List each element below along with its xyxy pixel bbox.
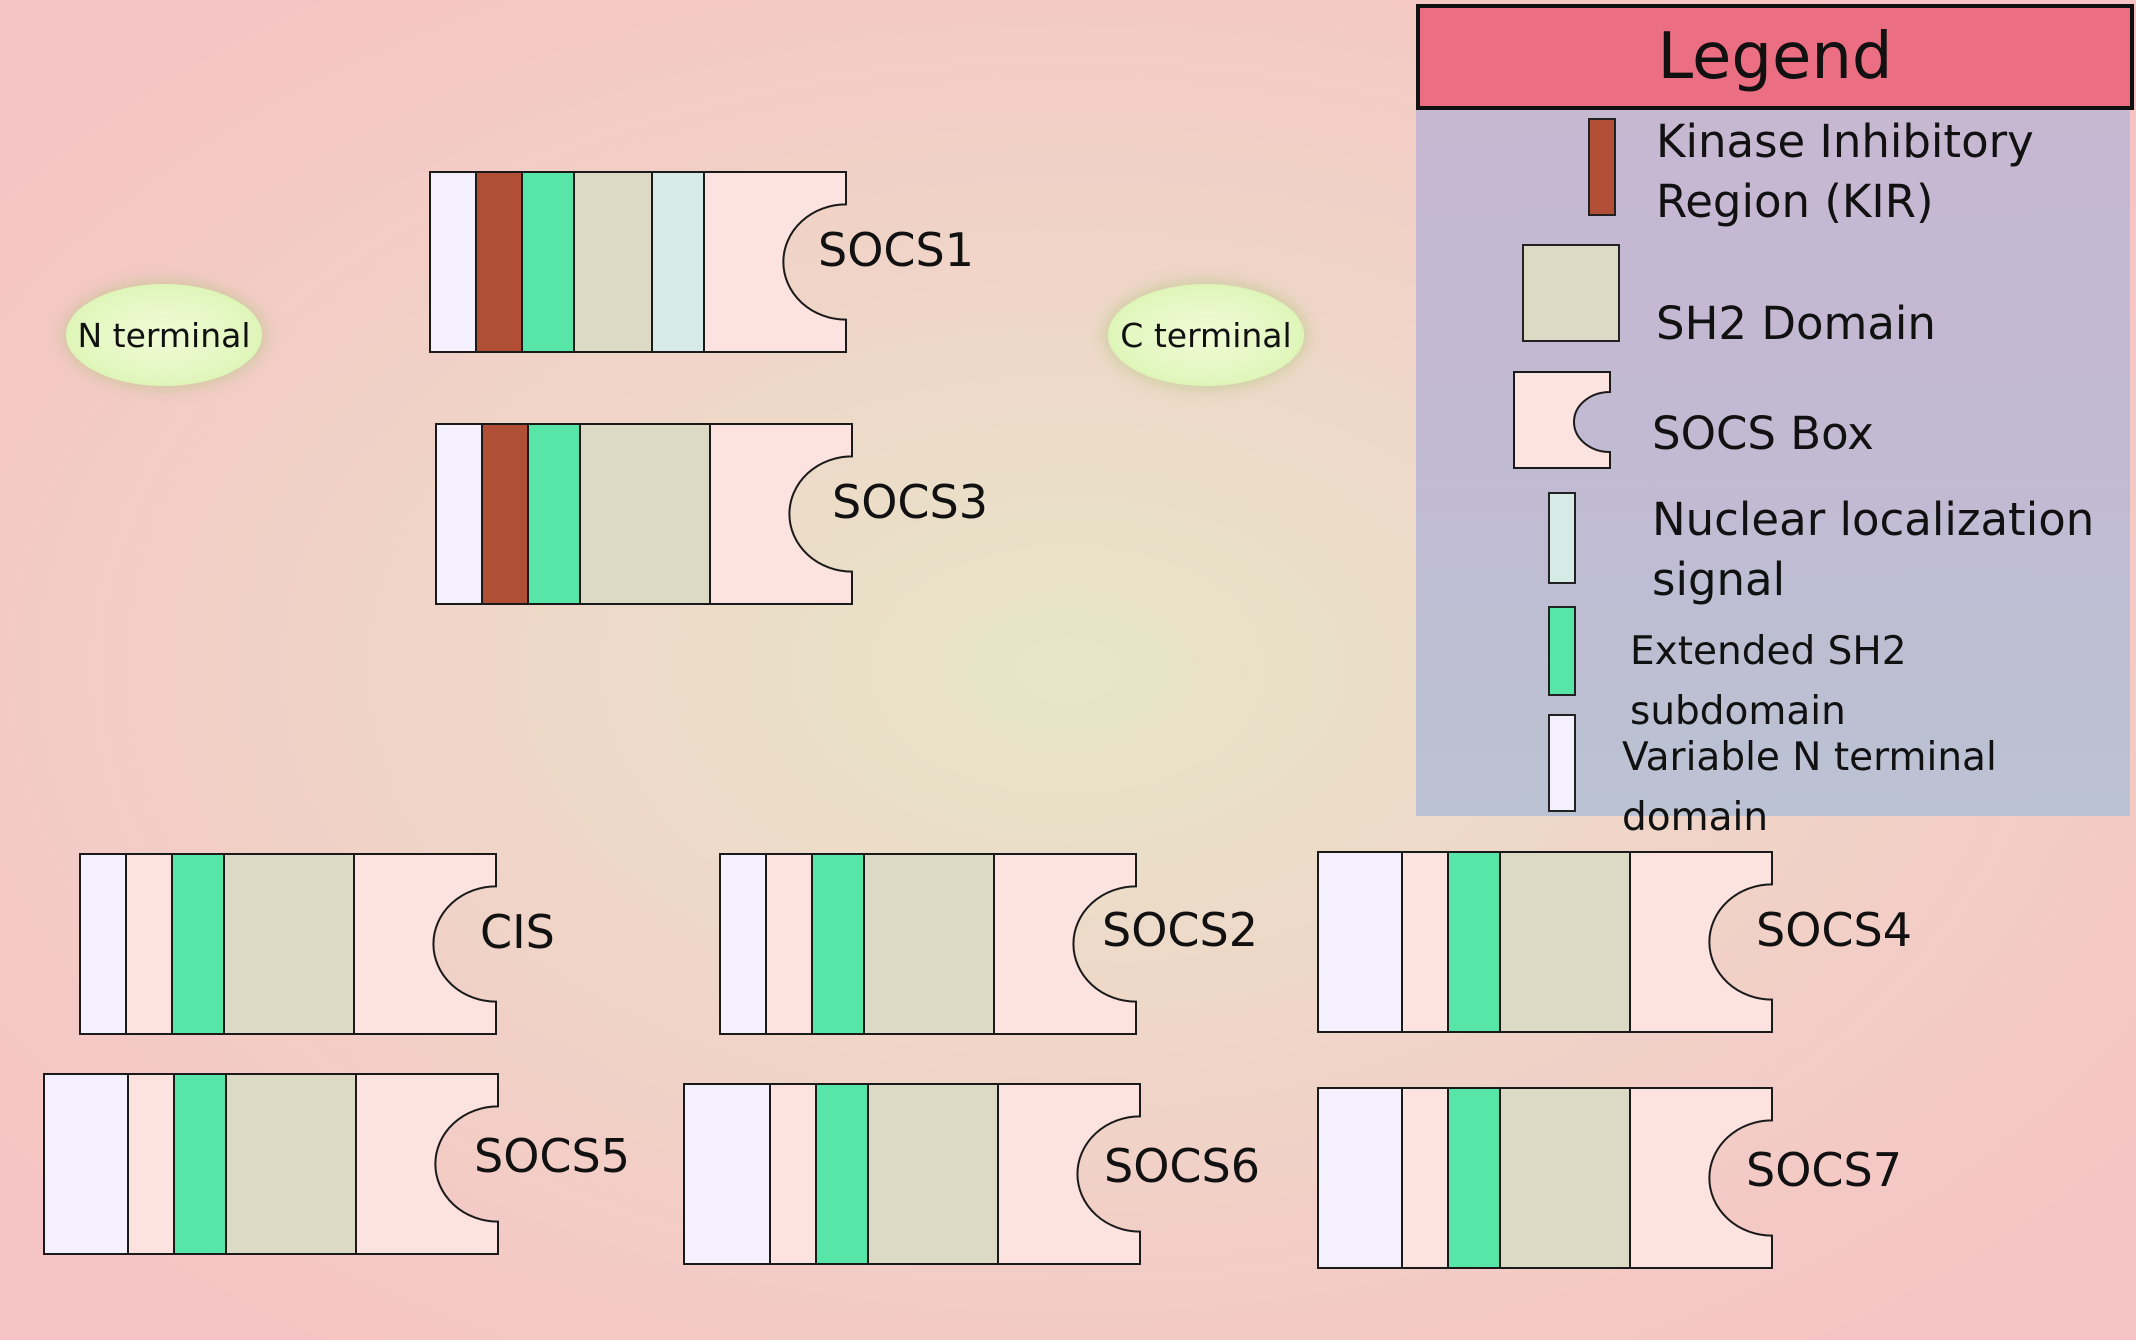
legend-kir-label: Kinase Inhibitory Region (KIR) <box>1656 112 2034 232</box>
protein-name-socs3: SOCS3 <box>832 475 988 529</box>
legend-title: Legend <box>1416 4 2134 110</box>
domain-socs-box <box>993 853 1137 1035</box>
domain-socs-box <box>1629 1087 1773 1269</box>
protein-socs6: SOCS6 <box>683 1083 1260 1265</box>
protein-socs5: SOCS5 <box>43 1073 630 1255</box>
legend-socs-box-line-1: SOCS Box <box>1652 407 1874 460</box>
domain-socs-box <box>127 1073 175 1255</box>
protein-name-socs1: SOCS1 <box>818 223 974 277</box>
protein-socs4: SOCS4 <box>1317 851 1912 1033</box>
legend-kir-swatch <box>1588 118 1616 216</box>
legend-n-terminal-swatch <box>1548 714 1576 812</box>
domain-socs-box <box>1629 851 1773 1033</box>
domain-n-term <box>79 853 127 1035</box>
domain-n-term <box>719 853 767 1035</box>
legend-extended-sh2-swatch <box>1548 606 1576 696</box>
legend-sh2-swatch <box>1522 244 1620 342</box>
domain-socs-box <box>765 853 813 1035</box>
domain-ext-sh2 <box>815 1083 869 1265</box>
protein-socs3: SOCS3 <box>435 423 988 605</box>
domain-sh2 <box>1499 851 1631 1033</box>
protein-socs1: SOCS1 <box>429 171 974 353</box>
domain-socs-box <box>703 171 847 353</box>
domain-n-term <box>1317 851 1403 1033</box>
c-terminal-text: C terminal <box>1120 315 1292 355</box>
domain-ext-sh2 <box>173 1073 227 1255</box>
domain-socs-box <box>353 853 497 1035</box>
domain-ext-sh2 <box>171 853 225 1035</box>
domain-n-term <box>435 423 483 605</box>
protein-socs2: SOCS2 <box>719 853 1258 1035</box>
domain-sh2 <box>579 423 711 605</box>
domain-sh2 <box>223 853 355 1035</box>
domain-n-term <box>1317 1087 1403 1269</box>
protein-name-socs4: SOCS4 <box>1756 903 1912 957</box>
legend-sh2-line-1: SH2 Domain <box>1656 297 1936 350</box>
legend-kir-line-2: Region (KIR) <box>1656 175 1934 228</box>
domain-socs-box <box>1401 851 1449 1033</box>
domain-ext-sh2 <box>811 853 865 1035</box>
legend-nls-line-1: Nuclear localization <box>1652 493 2095 546</box>
domain-kir <box>481 423 529 605</box>
domain-socs-box <box>355 1073 499 1255</box>
n-terminal-label: N terminal <box>66 284 262 386</box>
legend-socs-box-label: SOCS Box <box>1652 404 1874 464</box>
domain-ext-sh2 <box>521 171 575 353</box>
domain-sh2 <box>573 171 653 353</box>
protein-name-socs6: SOCS6 <box>1104 1139 1260 1193</box>
legend-nls-swatch <box>1548 492 1576 584</box>
domain-ext-sh2 <box>1447 851 1501 1033</box>
domain-ext-sh2 <box>527 423 581 605</box>
domain-socs-box <box>709 423 853 605</box>
protein-name-cis: CIS <box>480 905 555 959</box>
n-terminal-text: N terminal <box>77 315 251 355</box>
legend-nls-line-2: signal <box>1652 553 1786 606</box>
legend-extended-sh2-label: Extended SH2 subdomain <box>1630 622 2130 742</box>
domain-nls <box>651 171 705 353</box>
c-terminal-label: C terminal <box>1108 284 1304 386</box>
domain-sh2 <box>863 853 995 1035</box>
legend-extended-sh2-line-1: Extended SH2 subdomain <box>1630 629 1907 734</box>
protein-cis: CIS <box>79 853 555 1035</box>
legend-n-terminal-line-1: Variable N terminal domain <box>1622 735 1997 840</box>
domain-socs-box <box>769 1083 817 1265</box>
protein-name-socs2: SOCS2 <box>1102 903 1258 957</box>
protein-socs7: SOCS7 <box>1317 1087 1902 1269</box>
domain-socs-box <box>997 1083 1141 1265</box>
domain-kir <box>475 171 523 353</box>
legend-n-terminal-label: Variable N terminal domain <box>1622 728 2130 848</box>
legend-socs-box-swatch <box>1513 371 1611 469</box>
protein-name-socs5: SOCS5 <box>474 1129 630 1183</box>
domain-socs-box <box>1401 1087 1449 1269</box>
domain-ext-sh2 <box>1447 1087 1501 1269</box>
legend-nls-label: Nuclear localization signal <box>1652 490 2094 610</box>
legend-panel: Legend Kinase Inhibitory Region (KIR) SH… <box>1416 4 2134 840</box>
legend-sh2-label: SH2 Domain <box>1656 294 1936 354</box>
protein-name-socs7: SOCS7 <box>1746 1143 1902 1197</box>
domain-n-term <box>43 1073 129 1255</box>
domain-sh2 <box>867 1083 999 1265</box>
domain-sh2 <box>225 1073 357 1255</box>
domain-socs-box <box>125 853 173 1035</box>
domain-sh2 <box>1499 1087 1631 1269</box>
domain-n-term <box>683 1083 771 1265</box>
domain-n-term <box>429 171 477 353</box>
legend-kir-line-1: Kinase Inhibitory <box>1656 115 2034 168</box>
